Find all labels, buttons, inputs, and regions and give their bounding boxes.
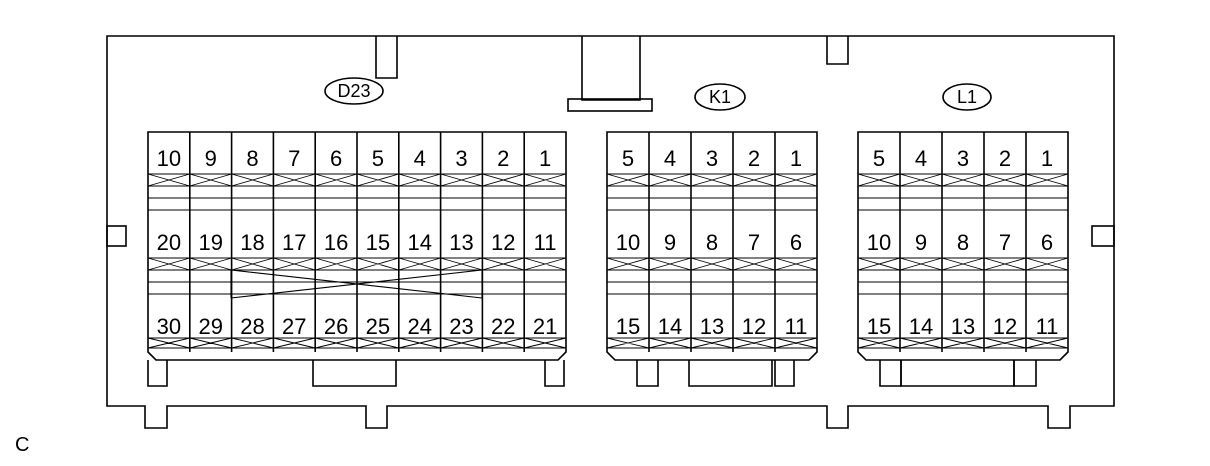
pin-number: 17 bbox=[282, 230, 306, 255]
pin-number: 8 bbox=[706, 230, 718, 255]
pin-number: 13 bbox=[449, 230, 473, 255]
pin-number: 11 bbox=[534, 230, 557, 255]
connector-labels: D23 K1 L1 bbox=[337, 81, 977, 107]
pin-number: 25 bbox=[366, 314, 390, 339]
pin-number: 23 bbox=[449, 314, 473, 339]
connector-body bbox=[857, 131, 1069, 361]
connector-label-oval-k1 bbox=[694, 83, 746, 111]
pin-number: 24 bbox=[407, 314, 431, 339]
pin-number: 12 bbox=[993, 314, 1017, 339]
pin-number: 13 bbox=[700, 314, 724, 339]
pin-number: 22 bbox=[491, 314, 515, 339]
pin-number: 8 bbox=[246, 146, 258, 171]
pin-number: 5 bbox=[873, 146, 885, 171]
connector-key bbox=[900, 360, 1015, 387]
pin-number: 11 bbox=[1036, 314, 1059, 339]
pin-number: 7 bbox=[999, 230, 1011, 255]
housing-outline bbox=[106, 35, 1115, 429]
connector-l1: 5 4 3 2 1 10 9 8 7 6 15 14 13 12 11 bbox=[857, 131, 1069, 387]
pin-number: 13 bbox=[951, 314, 975, 339]
pin-number: 20 bbox=[157, 230, 181, 255]
row-band-hatch bbox=[147, 173, 567, 187]
pin-number: 9 bbox=[664, 230, 676, 255]
connector-foot bbox=[636, 360, 659, 387]
row-band-hatch bbox=[606, 173, 818, 187]
pin-number: 2 bbox=[748, 146, 760, 171]
pin-number: 29 bbox=[198, 314, 222, 339]
housing-left-tab bbox=[106, 225, 127, 247]
pin-number: 2 bbox=[497, 146, 509, 171]
pin-number: 18 bbox=[240, 230, 264, 255]
connector-key bbox=[312, 360, 397, 387]
housing-right-tab bbox=[1091, 225, 1115, 247]
pin-number: 15 bbox=[366, 230, 390, 255]
pin-number: 27 bbox=[282, 314, 306, 339]
pin-number: 3 bbox=[455, 146, 467, 171]
connector-label: L1 bbox=[957, 87, 977, 107]
pin-number: 1 bbox=[1041, 146, 1053, 171]
pin-number: 3 bbox=[706, 146, 718, 171]
connector-label-oval-d23 bbox=[324, 77, 384, 105]
connector-k1: 5 4 3 2 1 10 9 8 7 6 15 14 13 12 11 bbox=[606, 131, 818, 387]
pin-number: 14 bbox=[658, 314, 682, 339]
pin-number: 10 bbox=[867, 230, 891, 255]
pin-number: 6 bbox=[1041, 230, 1053, 255]
connector-foot bbox=[1013, 360, 1037, 387]
pin-number: 28 bbox=[240, 314, 264, 339]
pin-number: 1 bbox=[790, 146, 802, 171]
pin-number: 12 bbox=[491, 230, 515, 255]
pin-number: 1 bbox=[539, 146, 551, 171]
row-band-hatch bbox=[606, 337, 818, 349]
pin-number: 10 bbox=[616, 230, 640, 255]
pin-number: 7 bbox=[748, 230, 760, 255]
row-band-hatch bbox=[857, 257, 1069, 271]
row-band-hatch bbox=[147, 337, 567, 349]
row-band-hatch bbox=[857, 337, 1069, 349]
pin-number: 5 bbox=[622, 146, 634, 171]
pin-number: 16 bbox=[324, 230, 348, 255]
pin-number: 2 bbox=[999, 146, 1011, 171]
pin-number: 14 bbox=[407, 230, 431, 255]
pin-number: 9 bbox=[205, 146, 217, 171]
connector-foot bbox=[774, 360, 795, 387]
connector-body bbox=[147, 131, 567, 361]
row-band-hatch bbox=[147, 257, 567, 271]
pin-number: 15 bbox=[616, 314, 640, 339]
pin-number: 6 bbox=[790, 230, 802, 255]
pin-number: 9 bbox=[915, 230, 927, 255]
pin-number: 8 bbox=[957, 230, 969, 255]
connector-foot bbox=[544, 360, 565, 387]
pin-number: 30 bbox=[157, 314, 181, 339]
pin-number: 4 bbox=[915, 146, 927, 171]
connector-label: D23 bbox=[337, 81, 370, 101]
row-band-hatch bbox=[606, 257, 818, 271]
row-band-hatch bbox=[857, 173, 1069, 187]
connector-label: K1 bbox=[709, 87, 731, 107]
pin-number: 11 bbox=[785, 314, 808, 339]
housing-top-features bbox=[375, 36, 849, 112]
pin-number: 12 bbox=[742, 314, 766, 339]
pin-number: 4 bbox=[664, 146, 676, 171]
connector-body bbox=[606, 131, 818, 361]
corner-code: C bbox=[15, 434, 30, 456]
pin-number: 6 bbox=[330, 146, 342, 171]
pin-number: 14 bbox=[909, 314, 933, 339]
pin-number: 7 bbox=[288, 146, 300, 171]
connector-foot bbox=[147, 360, 168, 387]
pin-number: 4 bbox=[414, 146, 426, 171]
connector-key bbox=[688, 360, 773, 387]
pin-number: 3 bbox=[957, 146, 969, 171]
pin-number: 15 bbox=[867, 314, 891, 339]
pin-number: 26 bbox=[324, 314, 348, 339]
connector-foot bbox=[879, 360, 902, 387]
pin-number: 21 bbox=[533, 314, 557, 339]
pin-number: 10 bbox=[157, 146, 181, 171]
pin-number: 5 bbox=[372, 146, 384, 171]
blank-cavity-cross bbox=[230, 269, 483, 299]
pin-number: 19 bbox=[198, 230, 222, 255]
connector-label-oval-l1 bbox=[942, 83, 992, 111]
